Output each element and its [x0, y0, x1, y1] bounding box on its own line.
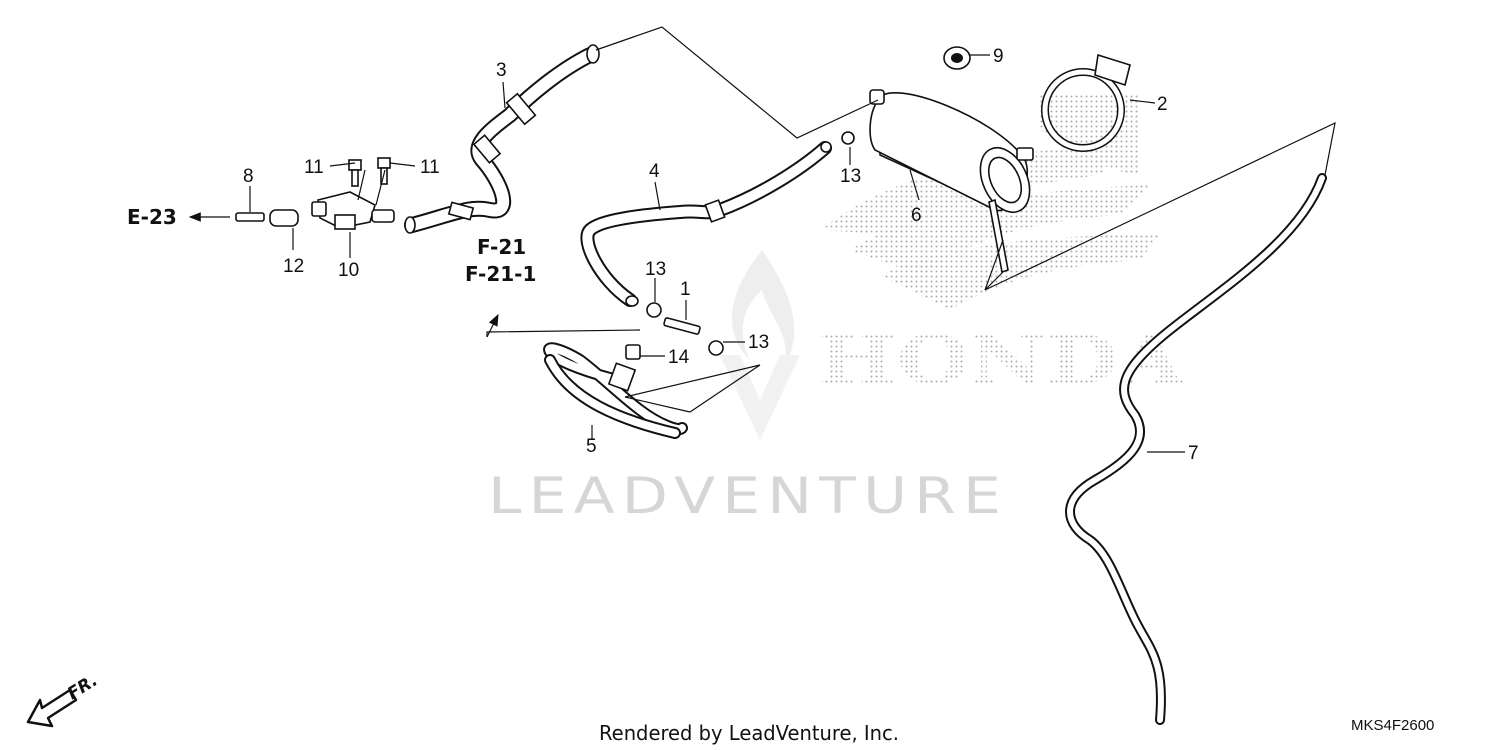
callout-11a: 11	[304, 157, 324, 178]
ref-f21[interactable]: F-21	[477, 235, 526, 259]
clamp-13b	[646, 302, 662, 318]
callout-5: 5	[586, 436, 597, 457]
diagram-code: MKS4F2600	[1351, 717, 1434, 734]
clamp-13c	[708, 340, 724, 356]
callout-13c: 13	[748, 332, 769, 353]
clamp-13a	[841, 131, 855, 145]
callout-11b: 11	[420, 157, 440, 178]
ref-f21-1[interactable]: F-21-1	[465, 262, 536, 286]
band-2	[1041, 53, 1131, 152]
bolt-1	[663, 317, 701, 335]
callout-10: 10	[338, 260, 359, 281]
hose-4	[580, 141, 832, 307]
callout-9: 9	[993, 46, 1004, 67]
callout-12: 12	[283, 256, 304, 277]
hose-3	[404, 44, 600, 234]
hose-5	[543, 342, 688, 439]
callout-13b: 13	[645, 259, 666, 280]
callout-1: 1	[680, 279, 691, 300]
callout-6: 6	[911, 205, 922, 226]
ref-e23[interactable]: E-23	[127, 205, 177, 229]
callout-3: 3	[496, 60, 507, 81]
front-direction-arrow-icon	[26, 688, 78, 728]
callout-7: 7	[1188, 443, 1199, 464]
bolt-11a	[348, 159, 362, 187]
fitting-8	[235, 212, 265, 222]
callout-13a: 13	[840, 166, 861, 187]
canister-6	[869, 89, 1034, 274]
hose-12	[269, 209, 299, 227]
footer-credit: Rendered by LeadVenture, Inc.	[599, 721, 899, 745]
flame-watermark-icon	[720, 250, 800, 440]
callout-8: 8	[243, 166, 254, 187]
leader-lines	[188, 26, 1336, 453]
bolt-11b	[377, 157, 391, 185]
callout-4: 4	[649, 161, 660, 182]
fitting-14	[625, 344, 641, 360]
callout-14: 14	[668, 347, 690, 368]
watermark-text: LEADVENTURE	[488, 467, 1008, 525]
valve-10	[311, 191, 395, 230]
cap-9	[943, 46, 971, 70]
hose-7	[1065, 173, 1327, 725]
callout-2: 2	[1157, 94, 1168, 115]
